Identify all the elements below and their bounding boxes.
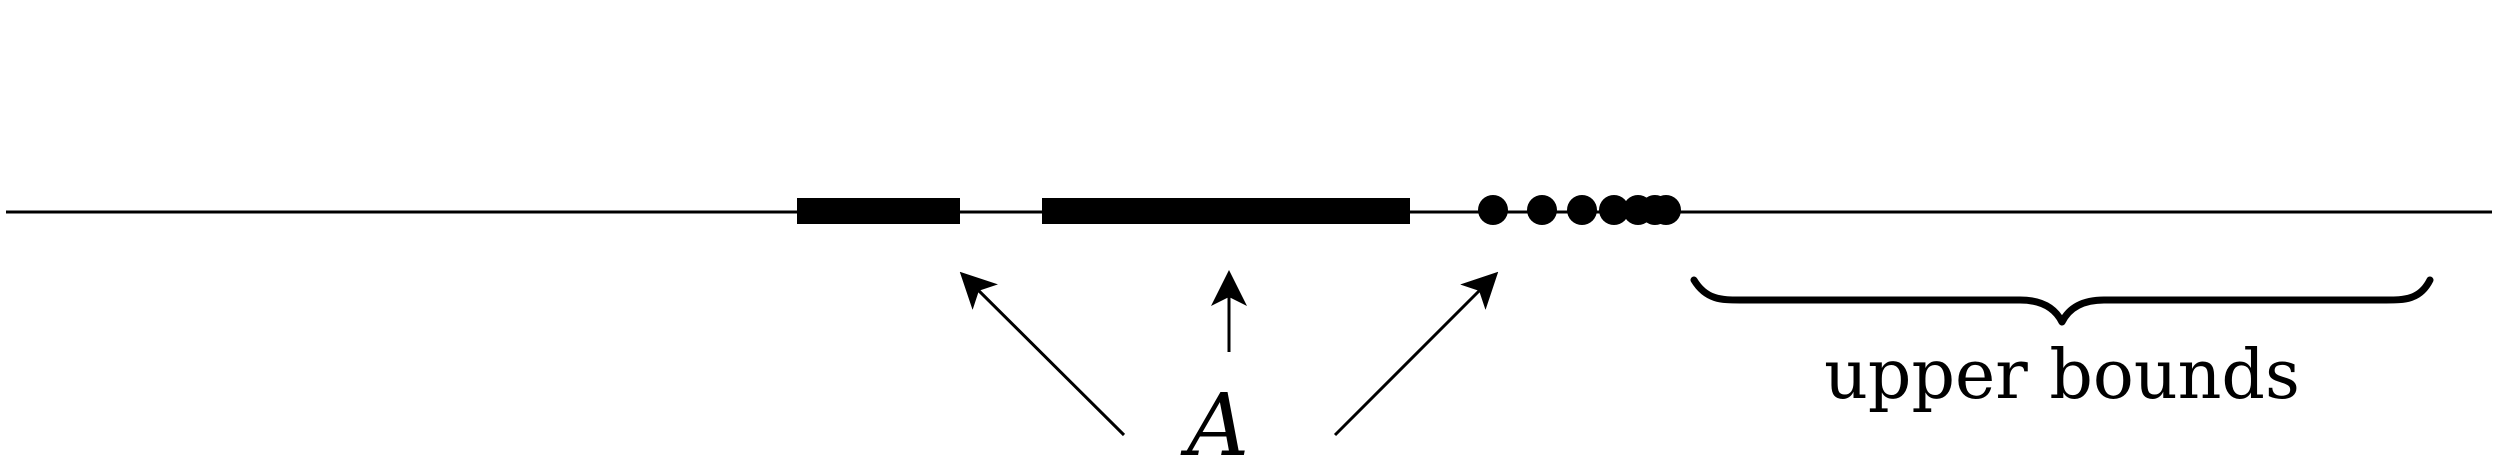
point-2: [1527, 195, 1557, 225]
accumulating-points: [1478, 195, 1681, 225]
point-7: [1651, 195, 1681, 225]
brace-label: upper bounds: [1824, 336, 2300, 415]
upper-bounds-brace: [1690, 276, 2434, 326]
point-4: [1599, 195, 1629, 225]
point-3: [1567, 195, 1597, 225]
arrow-left: [959, 271, 1126, 437]
arrow-right: [1333, 271, 1499, 437]
interval-segment-2: [1042, 198, 1410, 224]
interval-segment-1: [797, 198, 960, 224]
set-label: A: [1180, 376, 1249, 468]
point-1: [1478, 195, 1508, 225]
